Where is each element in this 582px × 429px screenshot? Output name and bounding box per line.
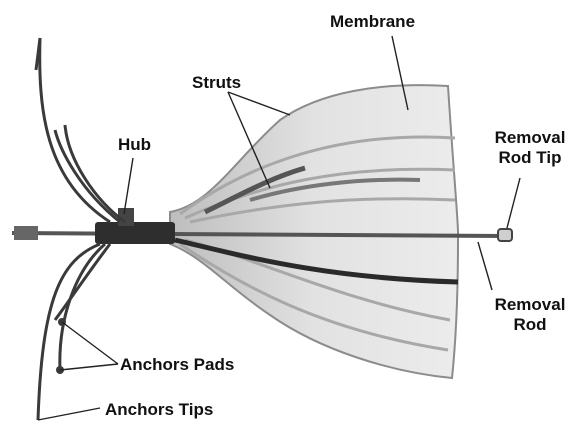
anchor-legs-lower — [38, 244, 110, 420]
removal-rod-label-line1: Removal — [480, 295, 580, 315]
anchors-tips-leader — [38, 408, 100, 420]
removal-rod-tip-label-line2: Rod Tip — [480, 148, 580, 168]
removal-rod-tip-shape — [498, 229, 512, 241]
membrane-shape — [170, 85, 458, 378]
removal-rod-tip-label-line1: Removal — [480, 128, 580, 148]
membrane-label: Membrane — [330, 12, 415, 32]
hub-shape — [95, 222, 175, 244]
anchors-pads-leader — [62, 322, 118, 364]
removal-rod-label-line2: Rod — [480, 315, 580, 335]
hub-leader — [124, 158, 133, 214]
anchors-pads-label: Anchors Pads — [120, 355, 234, 375]
anchor-legs-upper — [36, 38, 125, 222]
removal-rod-tip-leader — [507, 178, 520, 228]
rod-end-cap — [14, 226, 38, 240]
hub-label: Hub — [118, 135, 151, 155]
struts-label: Struts — [192, 73, 241, 93]
removal-rod-tip-label: Removal Rod Tip — [480, 128, 580, 168]
anchors-pads-leader — [60, 364, 118, 370]
anchors-tips-label: Anchors Tips — [105, 400, 213, 420]
removal-rod-leader — [478, 242, 492, 290]
removal-rod-label: Removal Rod — [480, 295, 580, 335]
